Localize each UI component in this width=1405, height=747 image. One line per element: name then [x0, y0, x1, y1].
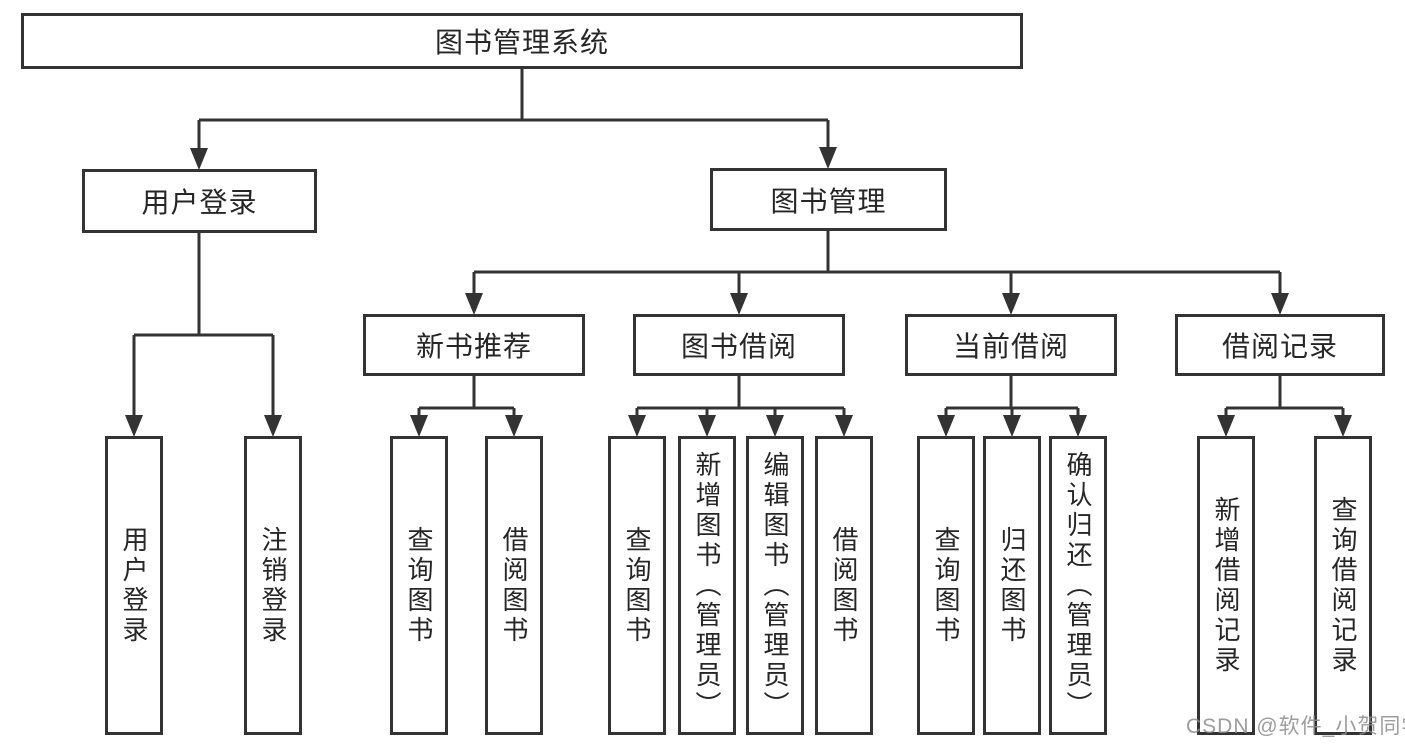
leaf-label: 新增图书（管理员）: [692, 450, 722, 721]
arrowhead: [730, 293, 748, 315]
leaf-query-books-2: 查询图书: [608, 436, 666, 735]
connector-borrow-records: [1226, 376, 1343, 410]
leaf-borrow-books-1: 借阅图书: [485, 436, 543, 735]
leaf-add-books-admin: 新增图书（管理员）: [678, 436, 736, 735]
arrowhead: [1002, 293, 1020, 315]
watermark: CSDN @软件_小贺同学: [1186, 715, 1405, 738]
connector-current-borrow: [946, 376, 1078, 410]
arrowhead: [125, 415, 143, 437]
arrowhead: [937, 415, 955, 437]
node-book-borrow: 图书借阅: [633, 314, 845, 376]
connector-new-book: [419, 376, 514, 410]
arrowhead: [1271, 293, 1289, 315]
arrowhead: [465, 293, 483, 315]
leaf-label: 查询图书: [622, 525, 652, 646]
node-new-book-recommend: 新书推荐: [363, 314, 585, 376]
arrowhead: [819, 147, 837, 169]
leaf-query-borrow-record: 查询借阅记录: [1314, 436, 1372, 735]
connector-book-management: [474, 231, 1280, 274]
leaf-borrow-books-2: 借阅图书: [815, 436, 873, 735]
leaf-label: 查询借阅记录: [1328, 495, 1358, 676]
leaf-label: 借阅图书: [829, 525, 859, 646]
arrowhead: [835, 415, 853, 437]
arrowhead: [505, 415, 523, 437]
leaf-label: 用户登录: [119, 525, 149, 646]
leaf-label: 查询图书: [404, 525, 434, 646]
leaf-label: 借阅图书: [499, 525, 529, 646]
arrowhead: [1334, 415, 1352, 437]
connector-book-borrow: [637, 376, 844, 410]
arrowhead: [766, 415, 784, 437]
leaf-label: 编辑图书（管理员）: [760, 450, 790, 721]
leaf-label: 查询图书: [931, 525, 961, 646]
arrowhead: [410, 415, 428, 437]
arrowhead: [1217, 415, 1235, 437]
leaf-confirm-return-admin: 确认归还（管理员）: [1049, 436, 1107, 735]
leaf-logout: 注销登录: [244, 436, 302, 735]
node-borrow-records: 借阅记录: [1175, 314, 1385, 376]
arrowhead: [1069, 415, 1087, 437]
leaf-return-books: 归还图书: [983, 436, 1041, 735]
arrowhead: [628, 415, 646, 437]
node-current-borrow: 当前借阅: [905, 314, 1117, 376]
leaf-label: 确认归还（管理员）: [1063, 450, 1093, 721]
arrowhead: [698, 415, 716, 437]
leaf-edit-books-admin: 编辑图书（管理员）: [746, 436, 804, 735]
leaf-label: 新增借阅记录: [1211, 495, 1241, 676]
leaf-user-login: 用户登录: [105, 436, 163, 735]
connector-root: [199, 68, 828, 122]
node-user-login: 用户登录: [82, 169, 317, 233]
leaf-query-books-1: 查询图书: [390, 436, 448, 735]
leaf-label: 归还图书: [997, 525, 1027, 646]
connector-user-login: [134, 233, 273, 337]
leaf-add-borrow-record: 新增借阅记录: [1197, 436, 1255, 735]
node-book-management: 图书管理: [710, 168, 947, 231]
leaf-query-books-3: 查询图书: [917, 436, 975, 735]
arrowhead: [1003, 415, 1021, 437]
leaf-label: 注销登录: [258, 525, 288, 646]
arrowhead: [190, 148, 208, 170]
arrowhead: [264, 415, 282, 437]
node-root-library-system: 图书管理系统: [21, 13, 1023, 69]
